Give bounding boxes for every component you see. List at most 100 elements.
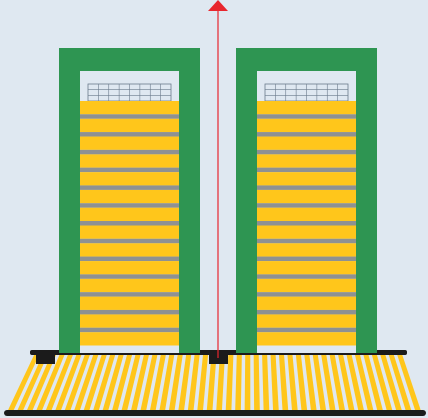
shelf-gap [80, 167, 179, 173]
shelf [257, 225, 356, 239]
floor-stripe [159, 353, 175, 412]
shelf [80, 296, 179, 310]
rack-shelves [257, 101, 356, 346]
floor-stripe [346, 353, 365, 412]
floor-stripe [54, 353, 83, 412]
shelf-gap [80, 256, 179, 262]
shelf-gap [80, 292, 179, 297]
floor-stripe [337, 353, 355, 412]
shelf [80, 172, 179, 186]
floor-stripe [278, 353, 289, 412]
floor-stripe [304, 353, 317, 412]
shelf [80, 189, 179, 204]
floor-stripe [225, 353, 234, 412]
shelf [80, 101, 179, 115]
floor-stripe [26, 353, 57, 412]
floor-stripe [7, 353, 41, 412]
shelf [80, 278, 179, 293]
floor-stripe [187, 353, 200, 412]
shelf [80, 243, 179, 257]
floor-stripe [379, 353, 403, 412]
racks [59, 48, 377, 353]
floor-stripe [312, 353, 327, 412]
shelf [80, 225, 179, 239]
shelf-gap [257, 114, 356, 119]
shelf-gap [257, 292, 356, 297]
shelf [257, 314, 356, 328]
shelf-gap [80, 274, 179, 279]
shelf-gap [80, 114, 179, 119]
rack-foot [209, 353, 228, 364]
shelf [257, 296, 356, 310]
floor-stripe [329, 353, 346, 412]
floor-stripe [235, 353, 242, 412]
floor-stripe [140, 353, 158, 412]
floor-stripe [83, 353, 108, 412]
shelf [257, 332, 356, 346]
shelf [257, 278, 356, 293]
shelf-gap [257, 256, 356, 262]
shelf [80, 314, 179, 328]
floor-stripe [35, 353, 66, 412]
shelf-gap [257, 149, 356, 155]
floor-stripe [64, 353, 91, 412]
floor-stripe [216, 353, 226, 412]
shelf-gap [80, 221, 179, 226]
floor-stripe [102, 353, 125, 412]
floor-stripe [73, 353, 99, 412]
shelf [257, 118, 356, 133]
rack-left [59, 48, 200, 353]
shelf [80, 332, 179, 346]
rack-foot [36, 353, 55, 364]
shelf-gap [80, 132, 179, 137]
shelf [80, 118, 179, 133]
shelf-gap [80, 327, 179, 333]
floor-stripe [262, 353, 270, 412]
shelf [257, 243, 356, 257]
arrow-up-icon [208, 0, 228, 11]
floor-stripe [320, 353, 336, 412]
shelf-gap [257, 327, 356, 333]
floor-stripe [388, 353, 412, 412]
shelf [257, 189, 356, 204]
floor-stripe [111, 353, 133, 412]
floor-stripe [178, 353, 192, 412]
floor-stripe [149, 353, 167, 412]
shelf [80, 207, 179, 221]
floor-stripe [121, 353, 141, 412]
floor-stripe [45, 353, 74, 412]
floor-stripe [130, 353, 150, 412]
shelf [257, 136, 356, 150]
shelf [80, 136, 179, 150]
floor-stripe [371, 353, 393, 412]
shelf [257, 101, 356, 115]
floor-bottom-line [4, 410, 426, 416]
shelf [257, 172, 356, 186]
shelf-gap [257, 167, 356, 173]
rack-right [236, 48, 377, 353]
shelf [257, 207, 356, 221]
floor-stripe [92, 353, 116, 412]
shelf-gap [257, 238, 356, 244]
center-axis-arrow [208, 0, 228, 358]
floor-stripe [354, 353, 374, 412]
rack-top-grid [87, 83, 172, 102]
floor-stripe [287, 353, 298, 412]
shelf-gap [257, 203, 356, 208]
shelf [80, 154, 179, 168]
shelf-gap [257, 221, 356, 226]
floor-stripe [295, 353, 308, 412]
shelf [257, 154, 356, 168]
floor-stripe [244, 353, 251, 412]
shelf-gap [80, 309, 179, 315]
floor-stripe [362, 353, 384, 412]
floor-stripe [270, 353, 279, 412]
rack-top-grid [264, 83, 349, 102]
shelf-gap [80, 203, 179, 208]
floor-stripe [197, 353, 209, 412]
floor-stripe [396, 353, 422, 412]
shelf-gap [257, 274, 356, 279]
floor-stripe [253, 353, 260, 412]
shelf-gap [80, 238, 179, 244]
